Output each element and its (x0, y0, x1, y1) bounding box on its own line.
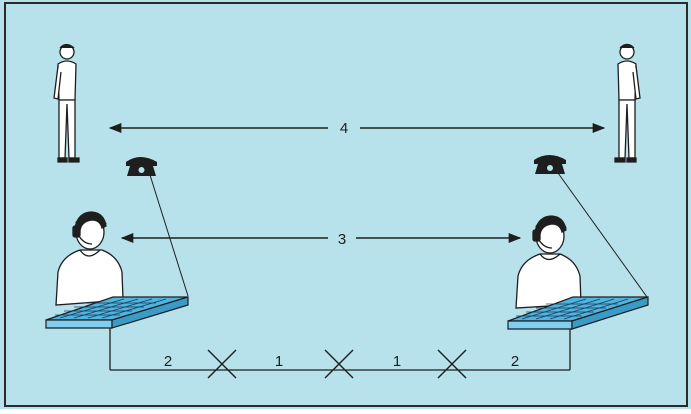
cross-marker-1-icon (207, 349, 237, 379)
standing-person-left-icon (53, 43, 80, 163)
diagram-frame (4, 2, 688, 407)
segment-label-right-outer: 2 (511, 353, 519, 370)
cord-right (557, 172, 648, 298)
segment-label-left-inner: 1 (275, 353, 283, 370)
segment-label-left-outer: 2 (164, 353, 172, 370)
operator-left-icon (55, 211, 124, 306)
telephone-right-icon (534, 155, 566, 174)
label-level-4: 4 (340, 120, 348, 137)
cross-marker-2-icon (324, 349, 354, 379)
operator-right-icon (515, 215, 582, 309)
cord-left (149, 174, 189, 297)
label-level-3: 3 (338, 231, 346, 248)
arrow-level-3: 3 (120, 231, 522, 248)
telephone-left-icon (126, 157, 157, 176)
cross-marker-3-icon (437, 349, 467, 379)
switchboard-right-icon (507, 296, 649, 330)
arrow-level-4: 4 (108, 120, 606, 137)
switchboard-left-icon (45, 296, 189, 329)
standing-person-right-icon (614, 43, 641, 163)
transmission-line (109, 328, 571, 371)
segment-label-right-inner: 1 (393, 353, 401, 370)
